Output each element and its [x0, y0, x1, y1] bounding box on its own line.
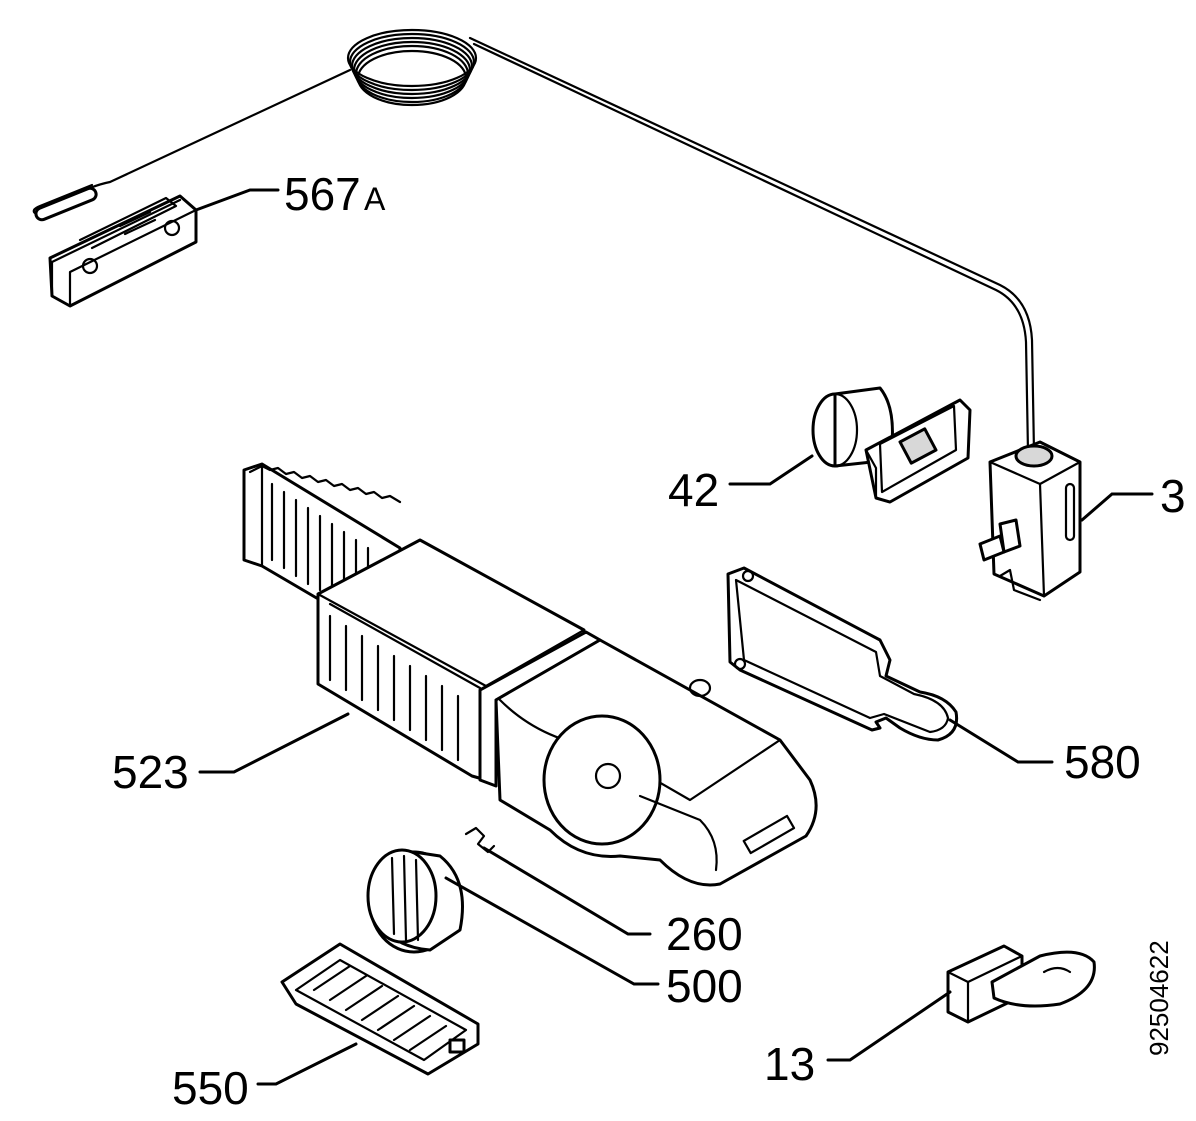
label-550: 550: [172, 1062, 249, 1114]
leader-567a: [194, 188, 280, 212]
switch-13: [946, 944, 1096, 1024]
cover-plate-580: [726, 566, 959, 742]
thermostat-3: [978, 440, 1082, 602]
label-13: 13: [764, 1038, 815, 1090]
label-260: 260: [666, 908, 743, 960]
diffuser-500: [366, 848, 464, 954]
lamp-housing-523: [242, 462, 818, 887]
label-3: 3: [1160, 470, 1186, 522]
capillary-tube: [32, 28, 1036, 454]
label-567: 567: [284, 168, 361, 220]
clip-567a: [48, 194, 198, 308]
label-523: 523: [112, 746, 189, 798]
leader-500: [444, 876, 660, 986]
leader-260: [482, 846, 652, 936]
leader-42: [728, 454, 814, 486]
part-labels: 567 A 42 3 580 523 260 500 550 13: [112, 168, 1186, 1114]
label-580: 580: [1064, 736, 1141, 788]
lamp-holder-42: [811, 386, 972, 504]
leader-3: [1080, 492, 1154, 522]
leader-580: [948, 718, 1054, 764]
label-567-suffix: A: [364, 181, 386, 217]
label-500: 500: [666, 960, 743, 1012]
leader-523: [198, 712, 350, 774]
document-number: 92504622: [1144, 940, 1174, 1056]
clip-260: [464, 826, 496, 854]
leader-13: [826, 990, 952, 1062]
leader-550: [256, 1042, 358, 1086]
capillary-coil: [346, 28, 478, 107]
label-42: 42: [668, 464, 719, 516]
grille-550: [280, 942, 480, 1076]
leader-lines: [194, 188, 1154, 1086]
